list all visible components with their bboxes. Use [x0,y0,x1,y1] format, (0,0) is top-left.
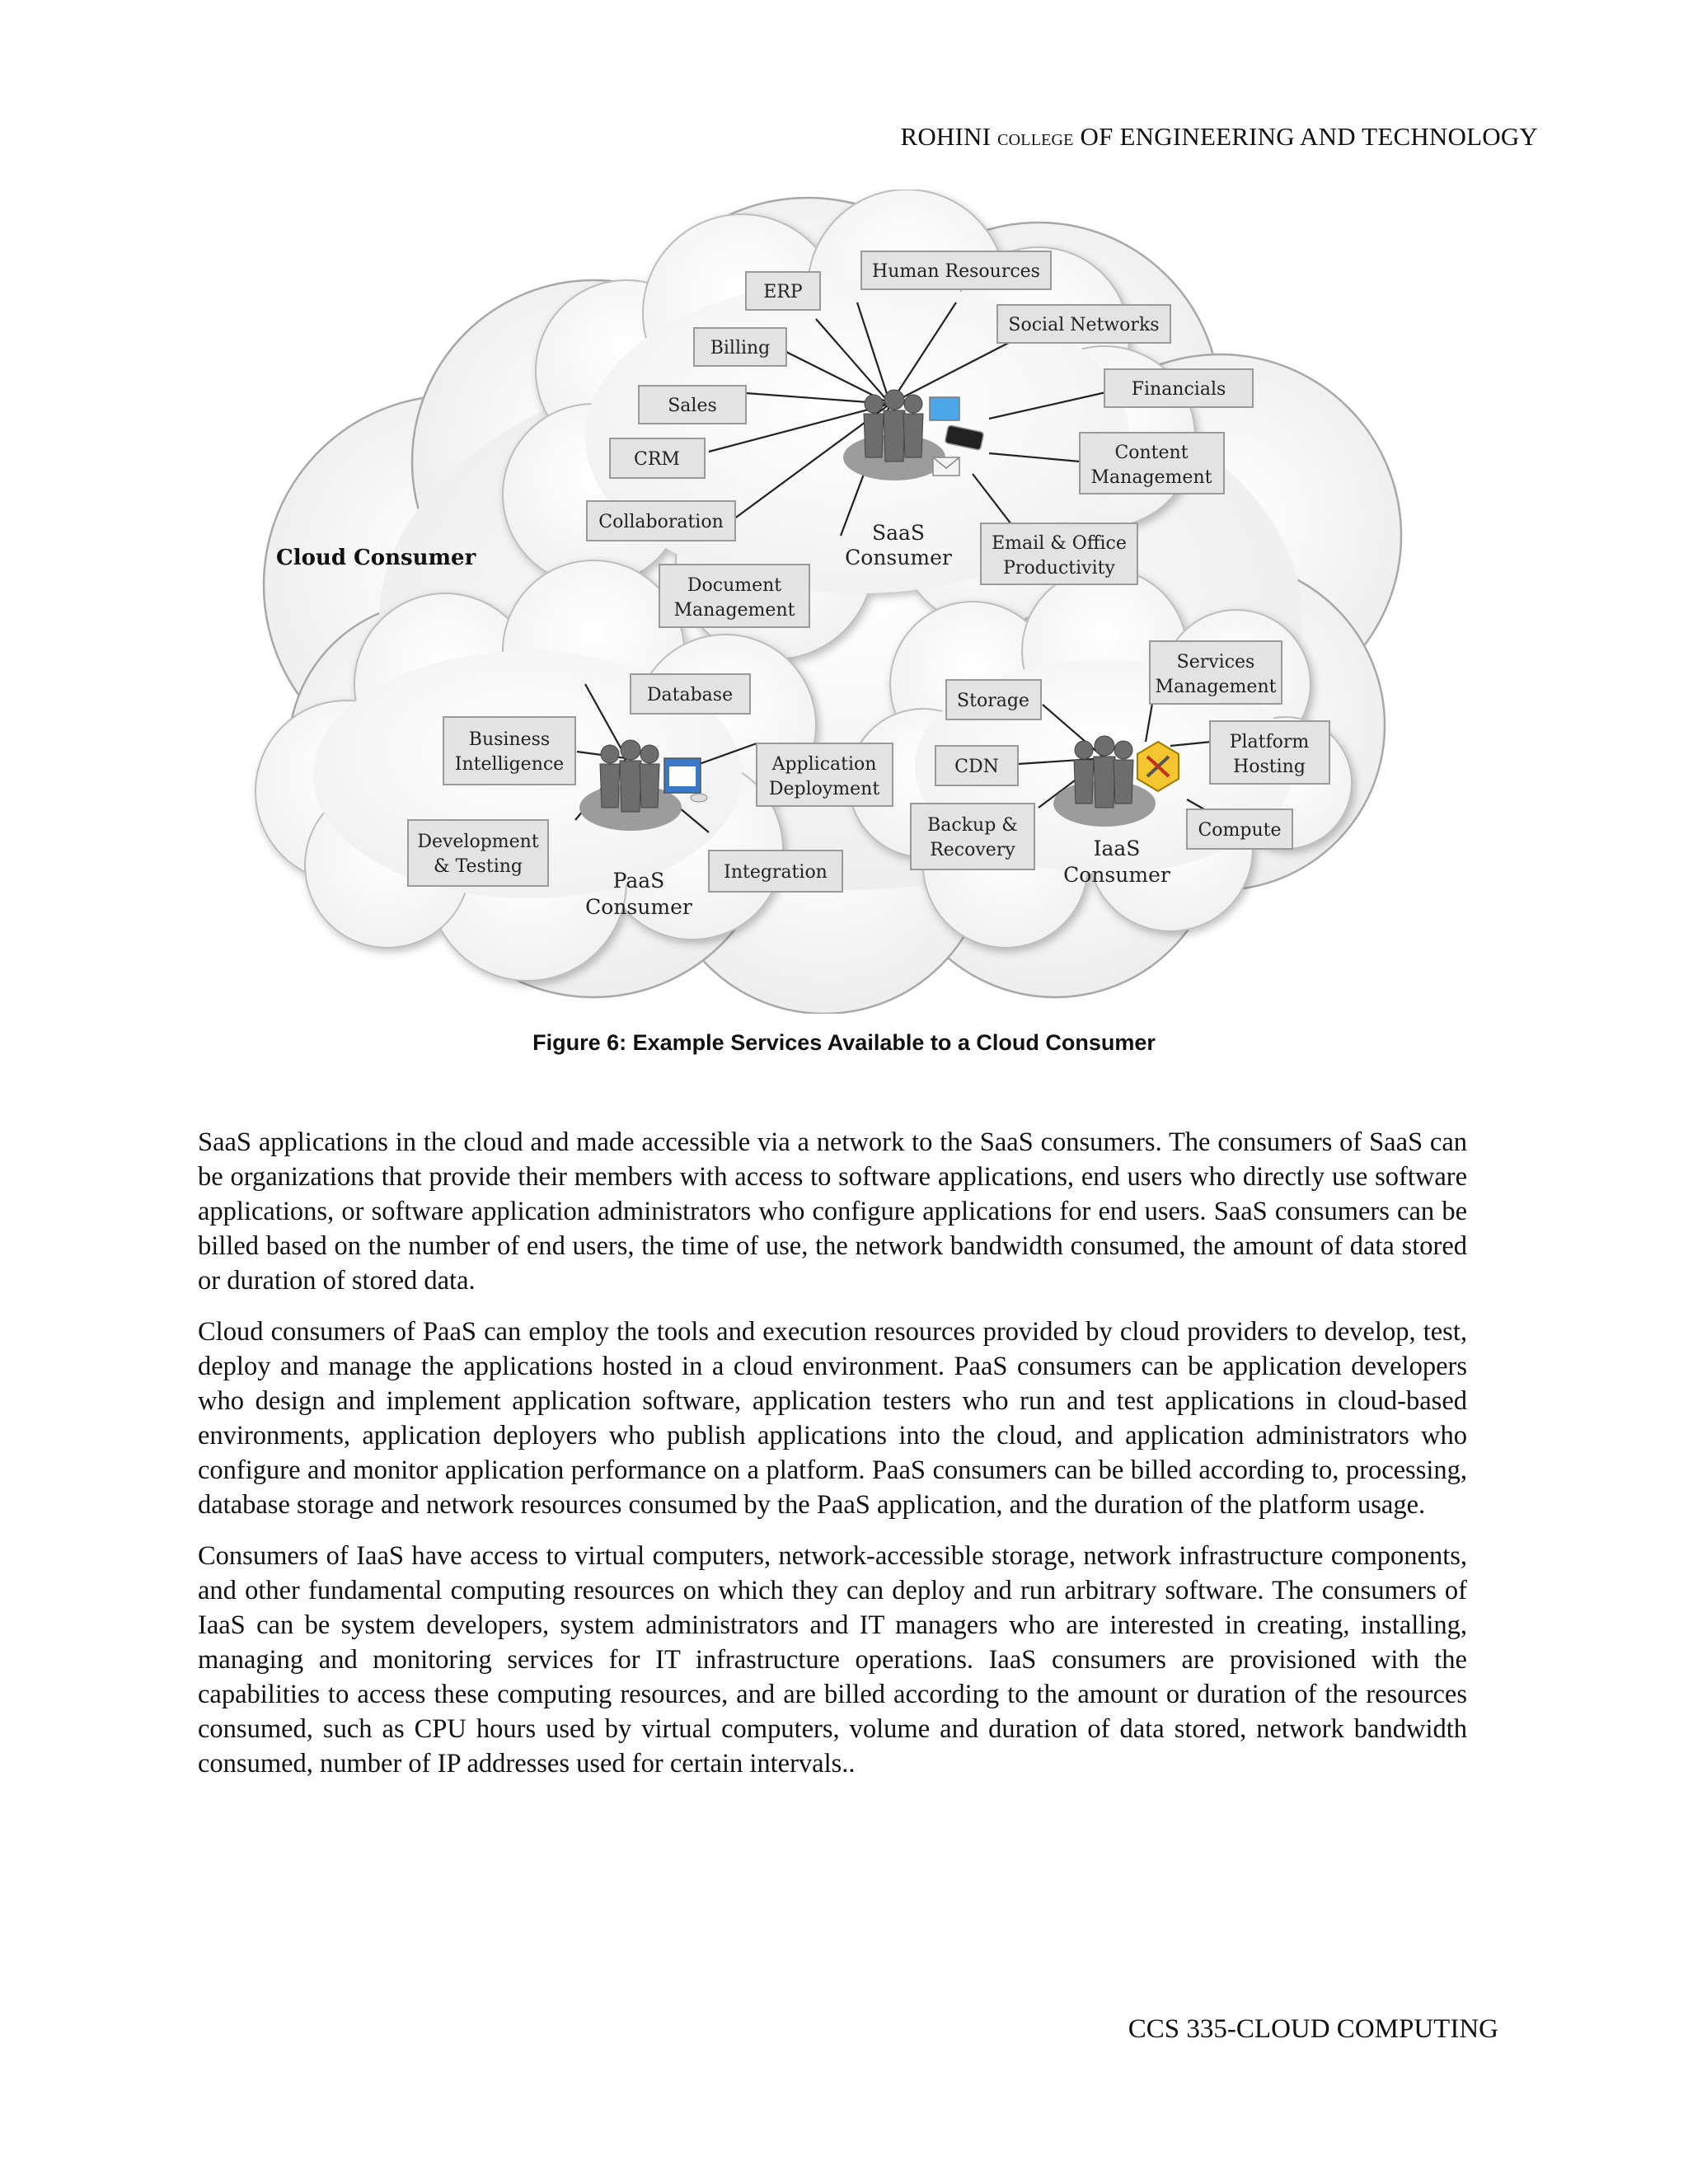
svg-text:Integration: Integration [724,862,828,883]
svg-text:Content: Content [1114,443,1188,463]
saas-consumer-label-line2: Consumer [845,546,952,569]
cloud-diagram: Cloud Consumer SaaS Consumer ERP Human R… [255,190,1403,1014]
svg-text:Platform: Platform [1230,732,1310,752]
service-box-services-management: Services Management [1149,640,1282,705]
svg-text:Management: Management [1156,677,1277,697]
service-box-cdn: CDN [935,745,1019,786]
service-box-human-resources: Human Resources [860,251,1052,290]
service-box-database: Database [630,673,751,715]
svg-text:Development: Development [417,832,539,852]
service-box-financials: Financials [1104,368,1254,408]
svg-text:Hosting: Hosting [1233,757,1306,777]
service-box-development-testing: Development & Testing [407,819,549,887]
saas-consumer-label-line1: SaaS [872,521,925,545]
svg-text:ERP: ERP [763,282,803,302]
service-box-business-intelligence: Business Intelligence [443,716,576,785]
svg-text:Services: Services [1177,652,1255,673]
service-box-billing: Billing [693,327,787,367]
svg-text:Social Networks: Social Networks [1008,315,1159,335]
svg-text:Backup &: Backup & [927,815,1018,836]
svg-text:Productivity: Productivity [1003,558,1115,579]
svg-text:Business: Business [469,729,550,750]
paragraph-paas: Cloud consumers of PaaS can employ the t… [198,1317,1467,1520]
paas-consumer-label-line2: Consumer [585,895,692,919]
svg-text:& Testing: & Testing [434,856,523,877]
svg-text:Document: Document [687,575,781,596]
header-text-part1: ROHINI [900,122,998,151]
service-box-email-office: Email & Office Productivity [980,523,1138,585]
saas-consumer-icon [843,389,984,480]
svg-text:Collaboration: Collaboration [598,512,724,532]
svg-text:Deployment: Deployment [769,779,880,799]
paas-consumer-icon [579,739,708,831]
page-header: ROHINI COLLEGE OF ENGINEERING AND TECHNO… [900,122,1538,152]
svg-text:Management: Management [674,600,795,621]
service-box-document-management: Document Management [659,564,810,628]
svg-text:Management: Management [1091,467,1212,488]
svg-text:Billing: Billing [710,338,771,359]
header-text-part2: COLLEGE [997,131,1074,149]
page-footer: CCS 335-CLOUD COMPUTING [1128,2014,1498,2044]
paas-consumer-label-line1: PaaS [613,869,665,893]
service-box-social-networks: Social Networks [996,304,1171,344]
figure-caption: Figure 6: Example Services Available to … [532,1030,1156,1055]
service-box-platform-hosting: Platform Hosting [1209,720,1330,785]
svg-text:Email & Office: Email & Office [992,533,1127,554]
svg-text:CDN: CDN [954,757,999,777]
service-box-compute: Compute [1186,808,1293,850]
svg-text:Financials: Financials [1132,379,1226,400]
service-box-content-management: Content Management [1079,432,1225,494]
body-text: SaaS applications in the cloud and made … [198,1125,1467,1797]
svg-text:CRM: CRM [634,449,680,470]
service-box-application-deployment: Application Deployment [756,743,893,807]
service-box-backup-recovery: Backup & Recovery [910,803,1035,870]
iaas-consumer-label-line1: IaaS [1094,837,1141,860]
svg-text:Database: Database [647,685,733,705]
iaas-consumer-label-line2: Consumer [1063,863,1170,887]
service-box-sales: Sales [638,385,747,424]
svg-text:Storage: Storage [957,691,1029,711]
svg-text:Compute: Compute [1198,820,1281,841]
svg-text:Recovery: Recovery [930,840,1015,860]
iaas-consumer-icon [1053,735,1179,827]
header-text-part3: OF ENGINEERING AND TECHNOLOGY [1073,122,1538,151]
service-box-integration: Integration [708,850,843,893]
paragraph-saas: SaaS applications in the cloud and made … [198,1127,1467,1296]
svg-text:Sales: Sales [668,396,717,416]
paragraph-iaas: Consumers of IaaS have access to virtual… [198,1541,1467,1779]
service-box-storage: Storage [945,679,1042,720]
svg-text:Human Resources: Human Resources [872,261,1040,282]
cloud-consumer-figure: Cloud Consumer SaaS Consumer ERP Human R… [247,190,1442,1014]
service-box-crm: CRM [609,438,706,479]
cloud-consumer-label: Cloud Consumer [276,546,476,570]
svg-text:Intelligence: Intelligence [455,754,564,775]
svg-text:Application: Application [771,754,877,775]
service-box-erp: ERP [745,271,821,311]
service-box-collaboration: Collaboration [586,500,736,541]
